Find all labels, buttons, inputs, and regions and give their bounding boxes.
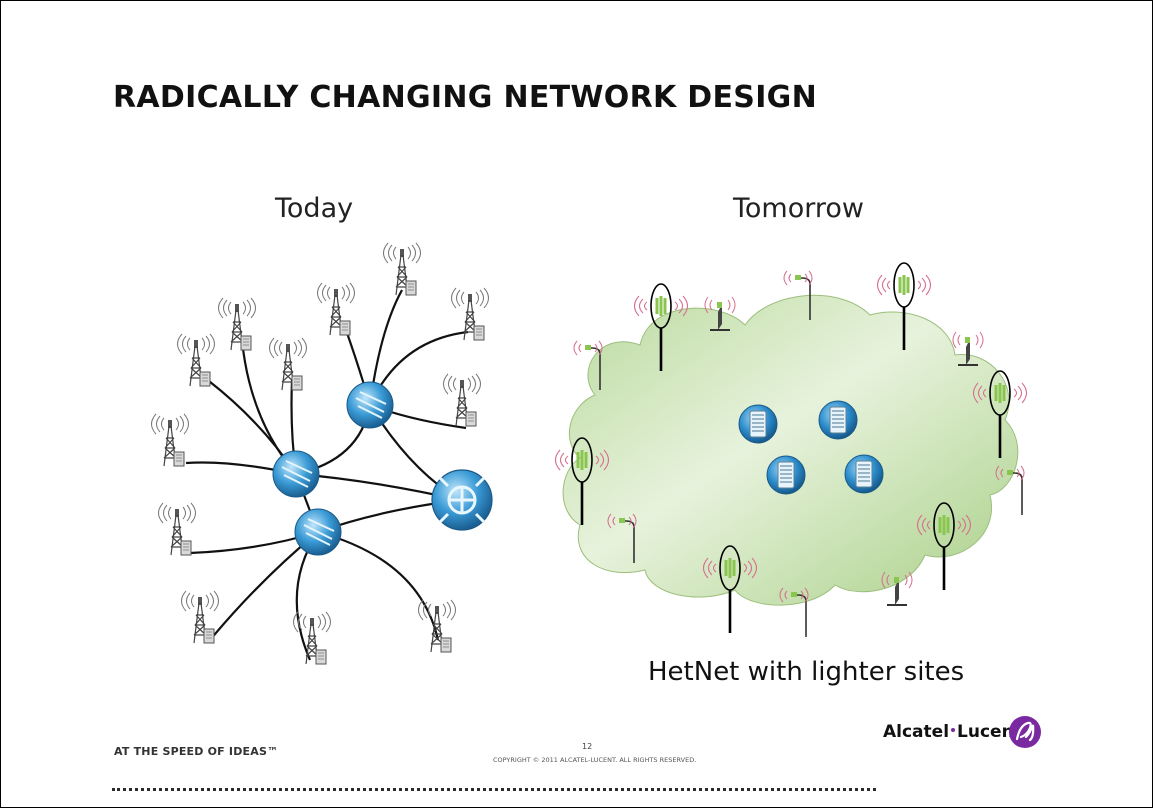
tomorrow-caption: HetNet with lighter sites: [648, 657, 965, 687]
label-today: Today: [275, 193, 354, 224]
label-tomorrow: Tomorrow: [733, 193, 864, 224]
network-cloud: [562, 294, 1019, 606]
core-router-icon: [431, 469, 493, 531]
router-hub-icon: [272, 381, 394, 556]
copyright-notice: COPYRIGHT © 2011 ALCATEL-LUCENT. ALL RIG…: [493, 756, 697, 764]
alcatel-lucent-logo-icon: [1009, 716, 1041, 748]
today-diagram: [150, 242, 493, 665]
brand-separator: [951, 728, 956, 732]
footer-divider: [112, 788, 876, 791]
slide-title: RADICALLY CHANGING NETWORK DESIGN: [113, 80, 818, 115]
cell-tower-icon: [150, 242, 490, 665]
footer-tagline: AT THE SPEED OF IDEAS™: [114, 745, 279, 758]
tomorrow-diagram: [554, 261, 1028, 638]
page-number: 12: [582, 742, 593, 751]
brand-name-part1: Alcatel: [883, 722, 950, 742]
brand-name: Alcatel Lucent: [883, 722, 1022, 742]
brand-name-part2: Lucent: [957, 722, 1022, 742]
